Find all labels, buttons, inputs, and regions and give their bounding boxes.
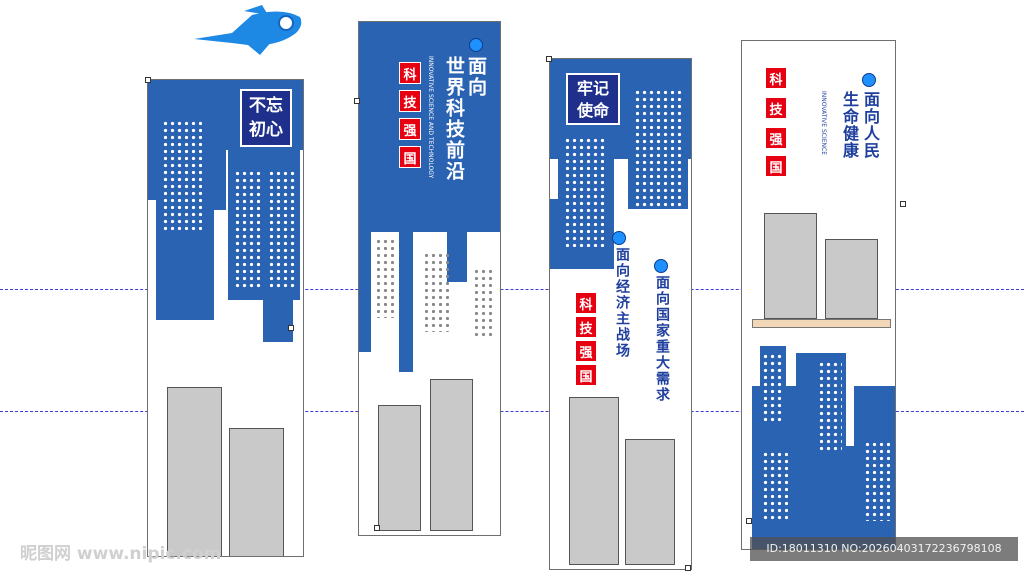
windows-bottom-a (762, 451, 788, 521)
red-char-4: 国 (399, 146, 421, 168)
panel-2[interactable]: 科 技 强 国 面向 世界科技前沿 INNOVATIVE SCIENCE AND… (358, 21, 501, 536)
panel-3[interactable]: 牢记 使命 面向经济主战场 面向国家重大需求 科 技 强 国 (549, 58, 692, 570)
gap-notch (846, 386, 854, 446)
blue-dot-marker (469, 38, 483, 52)
selection-handle[interactable] (746, 518, 752, 524)
skyline-right-low (263, 290, 293, 342)
windows-tower-b (423, 252, 449, 332)
placeholder-box-1 (378, 405, 421, 531)
badge-buwang-chuxin: 不忘 初心 (240, 89, 292, 147)
windows-right (634, 89, 682, 209)
selection-handle[interactable] (685, 565, 691, 571)
red-char-2: 技 (765, 97, 787, 119)
small-english-text: INNOVATIVE SCIENCE AND TECHNOLOGY (427, 56, 434, 179)
windows-left (564, 137, 604, 247)
windows-tower-mid (818, 361, 842, 451)
red-char-4: 国 (765, 155, 787, 177)
blue-dot-marker-b (654, 259, 668, 273)
placeholder-box-2 (430, 379, 473, 531)
shelf-bar (752, 319, 891, 328)
red-char-2: 技 (399, 90, 421, 112)
headline-line-1: 面向 (465, 56, 487, 98)
rocket-icon (194, 5, 302, 55)
headline-line-2: 生命健康 (840, 91, 859, 159)
small-english-text: INNOVATIVE SCIENCE (820, 91, 827, 155)
badge-line-2: 初心 (249, 120, 283, 140)
selection-handle[interactable] (145, 77, 151, 83)
selection-handle[interactable] (354, 98, 360, 104)
red-char-3: 强 (765, 127, 787, 149)
red-char-3: 强 (575, 340, 597, 362)
guide-line-bottom (0, 411, 1024, 412)
badge-line-2: 使命 (576, 101, 609, 120)
red-char-1: 科 (399, 62, 421, 84)
selection-handle[interactable] (288, 325, 294, 331)
placeholder-box-2 (825, 239, 878, 319)
windows-right-a (234, 170, 262, 290)
panel-2-drip-a (359, 232, 371, 352)
placeholder-box-2 (625, 439, 675, 565)
windows-left (162, 120, 202, 230)
panel-1[interactable]: 不忘 初心 (147, 79, 304, 557)
red-char-3: 强 (399, 118, 421, 140)
selection-handle[interactable] (374, 525, 380, 531)
panel-4[interactable]: 科 技 强 国 面向人民 生命健康 INNOVATIVE SCIENCE (741, 40, 896, 550)
windows-bottom-b (864, 441, 890, 521)
skyline-mid (214, 150, 226, 210)
panel-2-banner (359, 22, 500, 232)
selection-handle[interactable] (546, 56, 552, 62)
red-char-1: 科 (765, 67, 787, 89)
badge-laoji-shiming: 牢记 使命 (566, 73, 620, 125)
badge-line-1: 牢记 (576, 79, 609, 98)
watermark-right: ID:18011310 NO:20260403172236798108 (750, 537, 1018, 561)
panel-2-drip-c (447, 232, 467, 282)
panel-2-drip-b (399, 232, 413, 372)
placeholder-box-1 (764, 213, 817, 319)
skyline-low (550, 199, 560, 269)
blue-dot-marker (862, 73, 876, 87)
headline-a: 面向经济主战场 (614, 247, 630, 359)
watermark-left: 昵图网 www.nipic.com (20, 544, 222, 564)
headline-line-1: 面向人民 (861, 91, 880, 159)
placeholder-box-2 (229, 428, 284, 556)
red-char-2: 技 (575, 316, 597, 338)
blue-dot-marker-a (612, 231, 626, 245)
windows-tower-c (473, 268, 495, 338)
skyline-left-step (148, 150, 158, 200)
windows-tower-a (375, 238, 395, 318)
windows-tower-left (762, 353, 782, 423)
headline-line-2: 世界科技前沿 (443, 56, 465, 182)
headline-b: 面向国家重大需求 (654, 275, 670, 403)
placeholder-box-1 (569, 397, 619, 565)
red-char-4: 国 (575, 364, 597, 386)
badge-line-1: 不忘 (249, 96, 283, 116)
guide-line-top (0, 289, 1024, 290)
placeholder-box-1 (167, 387, 222, 556)
windows-right-b (268, 170, 296, 290)
red-char-1: 科 (575, 292, 597, 314)
selection-handle[interactable] (900, 201, 906, 207)
